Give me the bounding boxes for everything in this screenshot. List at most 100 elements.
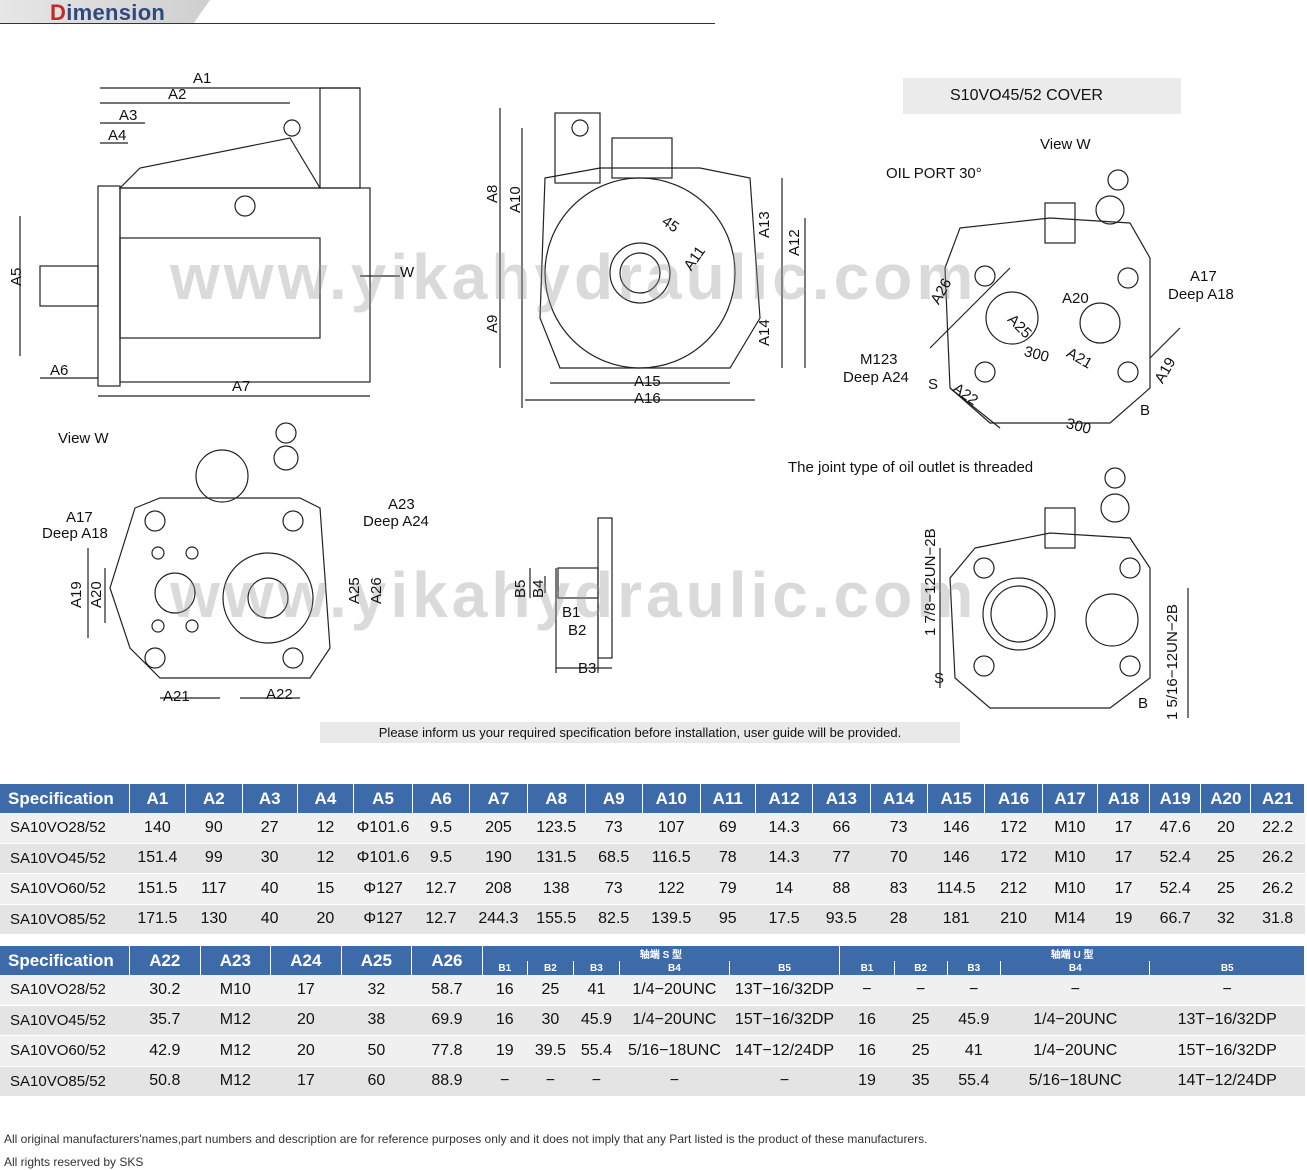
cover-dim-a17: A17	[1190, 268, 1217, 285]
table-cell: 171.5	[129, 904, 186, 935]
table-cell: 9.5	[412, 843, 470, 874]
table-cell: 77	[812, 843, 870, 874]
view-w2-deep-a18: Deep A18	[42, 525, 108, 542]
table-cell: 107	[642, 813, 701, 844]
header-rule	[0, 23, 715, 24]
subheader-u-b5: B5	[1149, 961, 1305, 975]
table-cell: 17	[1097, 873, 1150, 905]
dimension-drawing: www.yikahydraulic.com www.yikahydraulic.…	[0, 28, 1307, 743]
table-cell: −	[573, 1066, 620, 1097]
col-header-a14: A14	[870, 784, 928, 813]
table-cell: 5/16−18UNC	[1000, 1066, 1150, 1097]
table-cell: M12	[200, 1035, 271, 1067]
subheader-u-b1: B1	[839, 961, 895, 975]
dim-label-a8: A8	[484, 184, 501, 203]
group-header-shaft-s: 轴端 S 型	[482, 946, 841, 961]
table-cell: 190	[469, 843, 528, 874]
col-header-a24: A24	[270, 946, 342, 975]
row-spec-name: SA10VO28/52	[0, 975, 130, 1006]
table-cell: 17.5	[755, 904, 813, 935]
table-cell: 212	[984, 873, 1043, 905]
table-cell: −	[894, 975, 948, 1006]
row-spec-name: SA10VO45/52	[0, 843, 130, 874]
view-w2-a20: A20	[88, 581, 105, 608]
table-cell: 17	[270, 1066, 342, 1097]
table-cell: 28	[870, 904, 928, 935]
table-cell: 88.9	[411, 1066, 483, 1097]
table-cell: 52.4	[1149, 873, 1201, 905]
table-cell: 13T−16/32DP	[729, 975, 840, 1006]
table-cell: 50.8	[129, 1066, 201, 1097]
table-cell: 130	[185, 904, 243, 935]
table-cell: 79	[700, 873, 756, 905]
table-cell: 1/4−20UNC	[1000, 1035, 1150, 1067]
col-header-a16: A16	[984, 784, 1043, 813]
row-spec-name: SA10VO28/52	[0, 813, 130, 844]
view-w2-a25: A25	[346, 577, 363, 604]
col-header-a2: A2	[185, 784, 243, 813]
table-cell: 17	[1097, 813, 1150, 844]
threaded-caption: The joint type of oil outlet is threaded	[788, 459, 1034, 476]
dim-label-a7: A7	[232, 378, 251, 395]
threaded-port-b: B	[1138, 695, 1149, 712]
watermark: www.yikahydraulic.com	[170, 559, 978, 631]
table-cell: 30	[242, 843, 298, 874]
dim-label-a14: A14	[756, 319, 773, 346]
col-header-a10: A10	[642, 784, 701, 813]
shaft-b1: B1	[562, 604, 581, 621]
title-first-letter: D	[50, 0, 67, 25]
table-cell: 95	[700, 904, 756, 935]
table-cell: 69	[700, 813, 756, 844]
table-cell: 47.6	[1149, 813, 1201, 844]
table-cell: 66.7	[1149, 904, 1201, 935]
dim-label-a9: A9	[484, 314, 501, 333]
col-header-a3: A3	[242, 784, 298, 813]
dim-label-a2: A2	[168, 86, 187, 103]
table-cell: 172	[984, 813, 1043, 844]
dim-label-a5: A5	[8, 267, 25, 286]
table-cell: 14.3	[755, 813, 813, 844]
table-cell: 39.5	[527, 1035, 574, 1067]
col-header-a12: A12	[755, 784, 814, 813]
cover-port-b: B	[1140, 402, 1151, 419]
col-header-a6: A6	[412, 784, 471, 813]
threaded-port-s: S	[934, 670, 945, 687]
table-cell: 12	[297, 813, 354, 844]
view-w2-title: View W	[58, 430, 109, 447]
subheader-s-b5: B5	[729, 961, 841, 975]
dim-label-a6: A6	[50, 362, 69, 379]
table-cell: 15	[297, 873, 354, 905]
table-cell: 25	[1200, 873, 1251, 905]
table-cell: 138	[527, 873, 586, 905]
table-cell: 26.2	[1250, 843, 1305, 874]
table-cell: 73	[585, 813, 643, 844]
col-header-a8: A8	[527, 784, 586, 813]
col-header-a1: A1	[129, 784, 186, 813]
col-header-a11: A11	[700, 784, 756, 813]
table-cell: 60	[341, 1066, 412, 1097]
cover-title-box	[903, 78, 1181, 114]
view-w2-a26: A26	[368, 577, 385, 604]
oil-port-label: OIL PORT 30°	[886, 165, 982, 182]
col-header-a20: A20	[1200, 784, 1252, 813]
table-cell: Φ101.6	[353, 843, 413, 874]
title-rest: imension	[66, 0, 166, 25]
table-cell: 172	[984, 843, 1043, 874]
table-cell: 73	[585, 873, 643, 905]
table-cell: 25	[1200, 843, 1251, 874]
table-cell: 1/4−20UNC	[1000, 1005, 1150, 1036]
table-cell: M12	[200, 1005, 271, 1036]
table-cell: 140	[129, 813, 186, 844]
table-cell: 32	[341, 975, 412, 1006]
watermark: www.yikahydraulic.com	[170, 241, 978, 313]
table-cell: 45.9	[947, 1005, 1001, 1036]
table-cell: 52.4	[1149, 843, 1201, 874]
table-cell: 40	[242, 904, 298, 935]
table-cell: 82.5	[585, 904, 643, 935]
